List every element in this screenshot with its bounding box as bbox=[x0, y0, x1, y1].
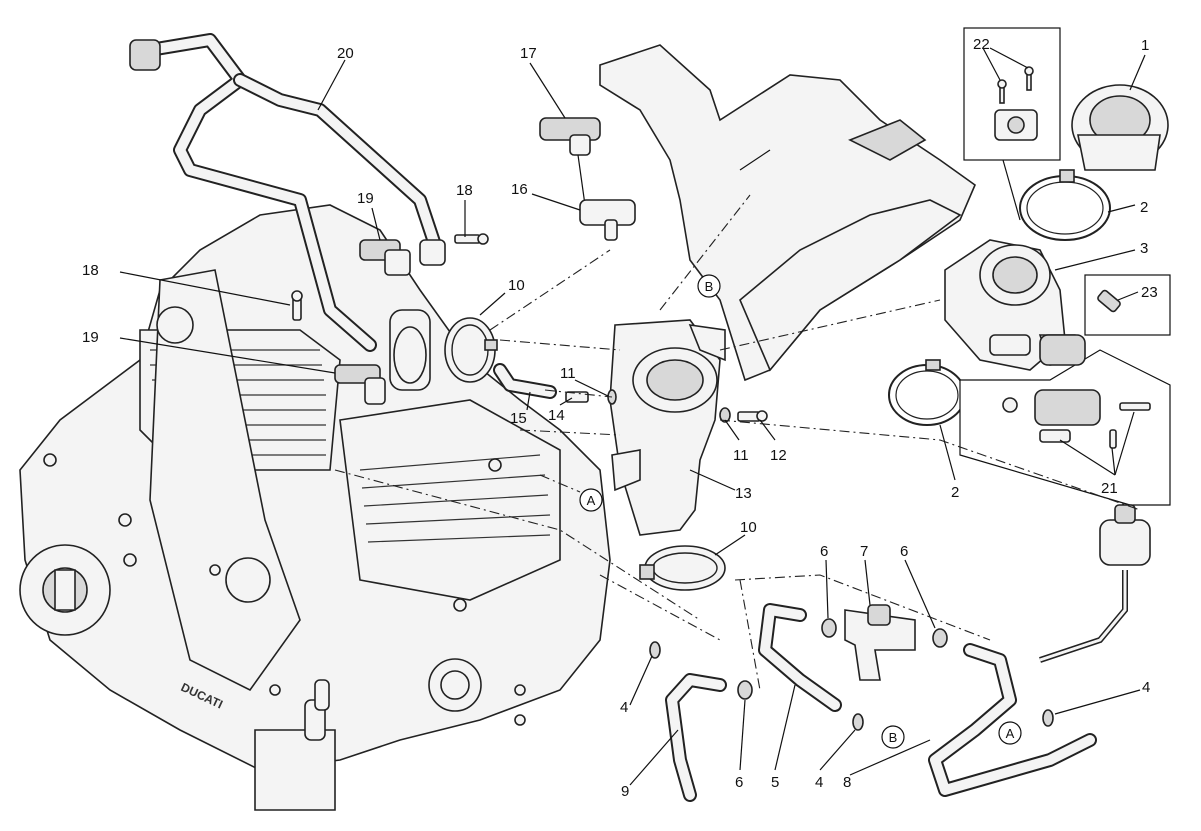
callout-2-top: 2 bbox=[1140, 199, 1148, 216]
callout-19-left: 19 bbox=[82, 329, 99, 346]
hose-5 bbox=[758, 603, 842, 712]
callout-18-top: 18 bbox=[456, 182, 473, 199]
fitting-14 bbox=[565, 391, 589, 403]
vent-valve-right bbox=[1099, 504, 1151, 566]
bolt-18-left bbox=[291, 290, 303, 321]
inset-box-tps-22 bbox=[963, 27, 1061, 161]
callout-10-top: 10 bbox=[508, 277, 525, 294]
vent-hose-right bbox=[1039, 570, 1128, 663]
svg-text:B: B bbox=[889, 730, 898, 745]
clamps-6 bbox=[737, 618, 948, 700]
callout-8: 8 bbox=[843, 774, 851, 791]
hose-9 bbox=[665, 673, 727, 802]
screw-12 bbox=[737, 410, 768, 422]
hose-clamp-10-bottom bbox=[639, 545, 726, 591]
callout-4-left: 4 bbox=[620, 699, 628, 716]
sensor-bracket-16 bbox=[579, 199, 636, 241]
callout-9: 9 bbox=[621, 783, 629, 800]
air-filter-box bbox=[599, 44, 976, 382]
callout-23: 23 bbox=[1141, 284, 1158, 301]
inset-box-23 bbox=[1084, 274, 1171, 336]
callout-13: 13 bbox=[735, 485, 752, 502]
callout-11-right: 11 bbox=[733, 447, 749, 464]
breather-hose-20 bbox=[129, 33, 446, 352]
callout-18-left: 18 bbox=[82, 262, 99, 279]
sensor-19-top bbox=[359, 239, 411, 276]
callout-3: 3 bbox=[1140, 240, 1148, 257]
t-union-7 bbox=[844, 604, 916, 681]
callout-16: 16 bbox=[511, 181, 528, 198]
callout-4-right: 4 bbox=[1142, 679, 1150, 696]
callout-21: 21 bbox=[1101, 480, 1118, 497]
hose-clamp-2-top bbox=[1019, 169, 1111, 241]
hose-clamp-10-top bbox=[444, 317, 498, 383]
marker-b-airbox: B bbox=[697, 274, 721, 298]
intake-manifold-13 bbox=[609, 319, 726, 536]
sensor-19-left bbox=[334, 364, 386, 405]
marker-b-hose: B bbox=[881, 725, 905, 749]
svg-text:A: A bbox=[1006, 726, 1015, 741]
callout-2-bottom: 2 bbox=[951, 484, 959, 501]
svg-text:B: B bbox=[705, 279, 714, 294]
bolt-18-top bbox=[454, 233, 489, 245]
clamps-4 bbox=[649, 641, 1054, 731]
callout-4-bottom: 4 bbox=[815, 774, 823, 791]
callout-15: 15 bbox=[510, 410, 527, 427]
callout-12: 12 bbox=[770, 447, 787, 464]
hose-8 bbox=[928, 643, 1097, 797]
leader-lines bbox=[119, 47, 1146, 786]
callout-19-top: 19 bbox=[357, 190, 374, 207]
callout-1: 1 bbox=[1141, 37, 1149, 54]
callout-17: 17 bbox=[520, 45, 537, 62]
callout-6-bottom: 6 bbox=[735, 774, 743, 791]
callout-14: 14 bbox=[548, 407, 565, 424]
o-ring-11-right bbox=[719, 407, 731, 423]
inset-box-idle-valve-21 bbox=[959, 349, 1171, 506]
map-sensor-17 bbox=[539, 117, 601, 206]
callout-6-right: 6 bbox=[900, 543, 908, 560]
assembly-lines bbox=[334, 194, 1141, 691]
marker-a-engine: A bbox=[539, 474, 603, 512]
callout-7: 7 bbox=[860, 543, 868, 560]
marker-a-hose: A bbox=[998, 721, 1022, 745]
idle-valve-body bbox=[1039, 334, 1086, 366]
callout-10-bottom: 10 bbox=[740, 519, 757, 536]
callout-5: 5 bbox=[771, 774, 779, 791]
air-funnel-1 bbox=[1071, 84, 1169, 171]
hose-clamp-2-bottom bbox=[888, 359, 966, 426]
vacuum-hose-15 bbox=[493, 363, 557, 399]
engine-block: DUCATI bbox=[19, 204, 611, 811]
callout-20: 20 bbox=[337, 45, 354, 62]
callout-11-left: 11 bbox=[560, 365, 576, 382]
callout-22: 22 bbox=[973, 36, 990, 53]
callout-labels: 20 17 16 18 19 18 19 10 11 14 15 11 12 1… bbox=[82, 36, 1158, 800]
callout-6-left: 6 bbox=[820, 543, 828, 560]
svg-text:A: A bbox=[587, 493, 596, 508]
